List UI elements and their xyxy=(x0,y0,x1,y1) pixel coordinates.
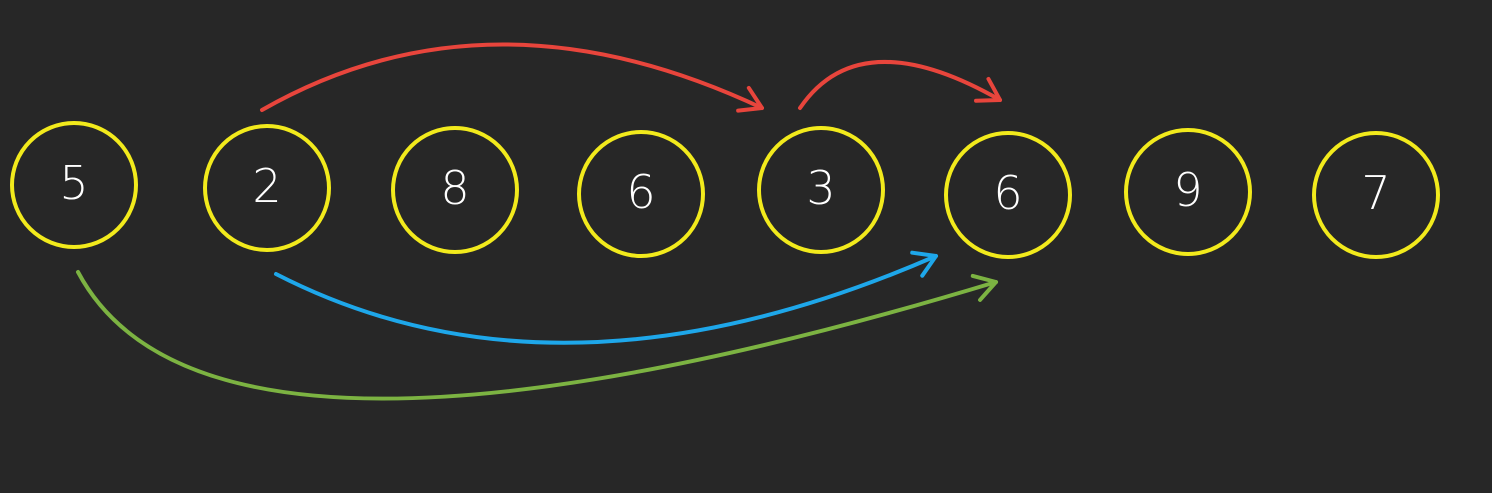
node-0: 5 xyxy=(10,121,138,249)
node-7: 7 xyxy=(1312,131,1440,259)
node-4: 3 xyxy=(757,126,885,254)
arrowhead-icon xyxy=(736,85,764,113)
node-label: 6 xyxy=(993,166,1022,220)
node-label: 7 xyxy=(1361,166,1390,220)
arc-line xyxy=(260,42,764,112)
node-label: 3 xyxy=(806,161,835,215)
node-circle xyxy=(757,126,885,254)
node-circle xyxy=(577,130,705,258)
node-circle xyxy=(203,124,331,252)
node-circle xyxy=(391,126,519,254)
nodes-layer: 5 2 8 6 3 6 9 7 xyxy=(10,121,1440,259)
node-circle xyxy=(944,131,1072,259)
arrowhead-icon xyxy=(970,273,998,302)
arc-line xyxy=(76,270,998,401)
arc-blue-1-to-5 xyxy=(274,250,938,345)
node-3: 6 xyxy=(577,130,705,258)
arrowhead-icon xyxy=(910,250,938,278)
node-label: 9 xyxy=(1173,163,1202,217)
node-circle xyxy=(10,121,138,249)
node-1: 2 xyxy=(203,124,331,252)
arc-line xyxy=(274,254,938,345)
node-circle xyxy=(1124,128,1252,256)
arc-red-4-to-5 xyxy=(798,60,1002,110)
arc-green-0-to-5 xyxy=(76,270,998,401)
arc-red-1-to-4 xyxy=(260,42,764,113)
node-5: 6 xyxy=(944,131,1072,259)
node-label: 2 xyxy=(252,159,281,213)
node-circle xyxy=(1312,131,1440,259)
arc-line xyxy=(798,60,1002,110)
arcs-layer xyxy=(76,42,1002,401)
node-label: 8 xyxy=(440,161,469,215)
node-6: 9 xyxy=(1124,128,1252,256)
node-label: 6 xyxy=(626,165,655,219)
node-label: 5 xyxy=(59,156,88,210)
node-2: 8 xyxy=(391,126,519,254)
arrowhead-icon xyxy=(974,76,1002,103)
